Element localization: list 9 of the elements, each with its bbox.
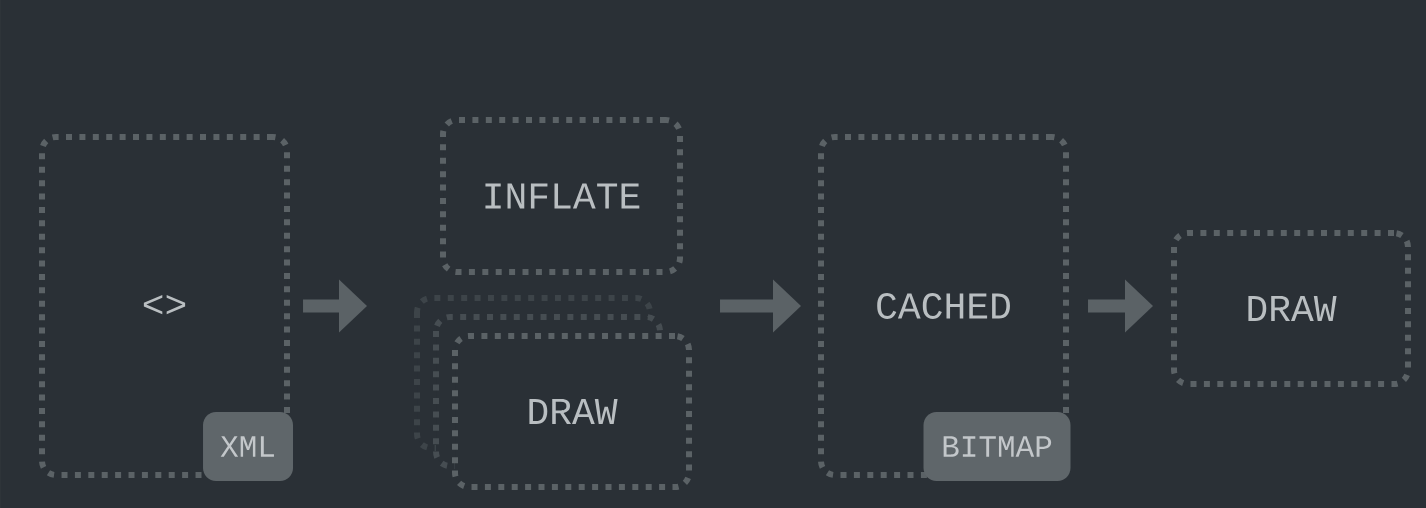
arrow bbox=[1088, 279, 1153, 333]
node-label: DRAW bbox=[529, 398, 618, 425]
stacked-boxes: DRAW bbox=[414, 295, 692, 490]
dotted-box: INFLATE bbox=[440, 117, 683, 275]
label-badge: BITMAP bbox=[923, 412, 1071, 481]
dotted-box: DRAW bbox=[1171, 230, 1411, 387]
label-badge: XML bbox=[203, 412, 293, 481]
arrow bbox=[720, 279, 801, 333]
arrow bbox=[303, 279, 367, 333]
